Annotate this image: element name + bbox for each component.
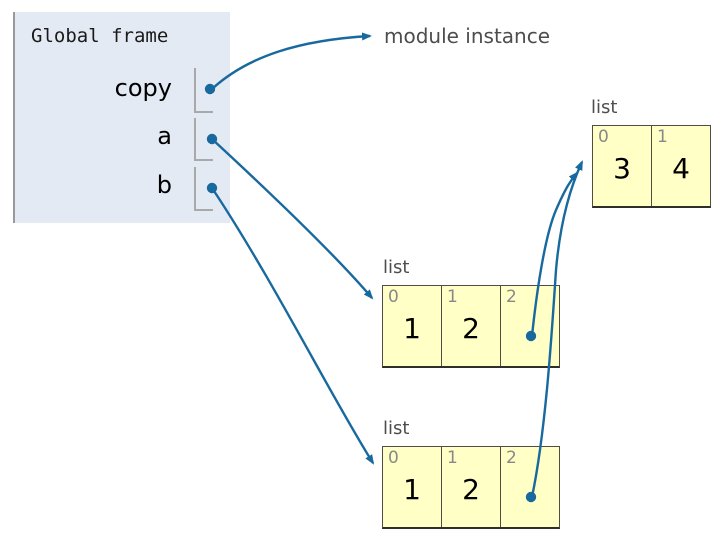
arrow-a-to-middle-list [211, 138, 374, 300]
cell-index: 1 [657, 127, 668, 147]
variable-a-value-slot [194, 118, 213, 161]
list-bottom: 0 1 1 2 2 [382, 446, 560, 529]
list-bottom-cell-2-pointer: 2 [501, 447, 559, 527]
variable-copy-value-slot [194, 68, 213, 113]
global-frame-title: Global frame [31, 25, 169, 47]
module-instance-label: module instance [384, 24, 551, 48]
arrow-copy-to-module-instance [211, 32, 372, 90]
cell-index: 1 [447, 448, 458, 468]
list-middle-cell-2-pointer: 2 [501, 286, 559, 366]
list-top-type-label: list [591, 97, 618, 118]
list-middle-type-label: list [383, 257, 410, 278]
cell-value: 1 [403, 473, 421, 506]
cell-index: 2 [506, 448, 517, 468]
list-middle: 0 1 1 2 2 [382, 285, 560, 368]
cell-value: 3 [613, 152, 631, 185]
cell-index: 2 [506, 287, 517, 307]
variable-b-label: b [156, 171, 172, 199]
variable-a-label: a [157, 122, 172, 150]
list-top: 0 3 1 4 [592, 125, 711, 208]
list-middle-cell-0: 0 1 [383, 286, 442, 366]
list-bottom-type-label: list [383, 418, 410, 439]
cell-index: 0 [598, 127, 609, 147]
cell-index: 0 [388, 287, 399, 307]
arrow-b-to-bottom-list [211, 187, 375, 465]
cell-index: 0 [388, 448, 399, 468]
cell-value: 2 [462, 473, 480, 506]
list-top-cell-1: 1 4 [652, 126, 710, 206]
cell-value: 2 [462, 312, 480, 345]
cell-value: 4 [672, 152, 690, 185]
list-middle-cell-1: 1 2 [442, 286, 501, 366]
list-bottom-cell-0: 0 1 [383, 447, 442, 527]
list-bottom-cell-1: 1 2 [442, 447, 501, 527]
cell-value: 1 [403, 312, 421, 345]
variable-b-value-slot [194, 167, 213, 211]
cell-index: 1 [447, 287, 458, 307]
list-top-cell-0: 0 3 [593, 126, 652, 206]
global-frame: Global frame [13, 12, 230, 223]
variable-copy-label: copy [114, 74, 172, 102]
